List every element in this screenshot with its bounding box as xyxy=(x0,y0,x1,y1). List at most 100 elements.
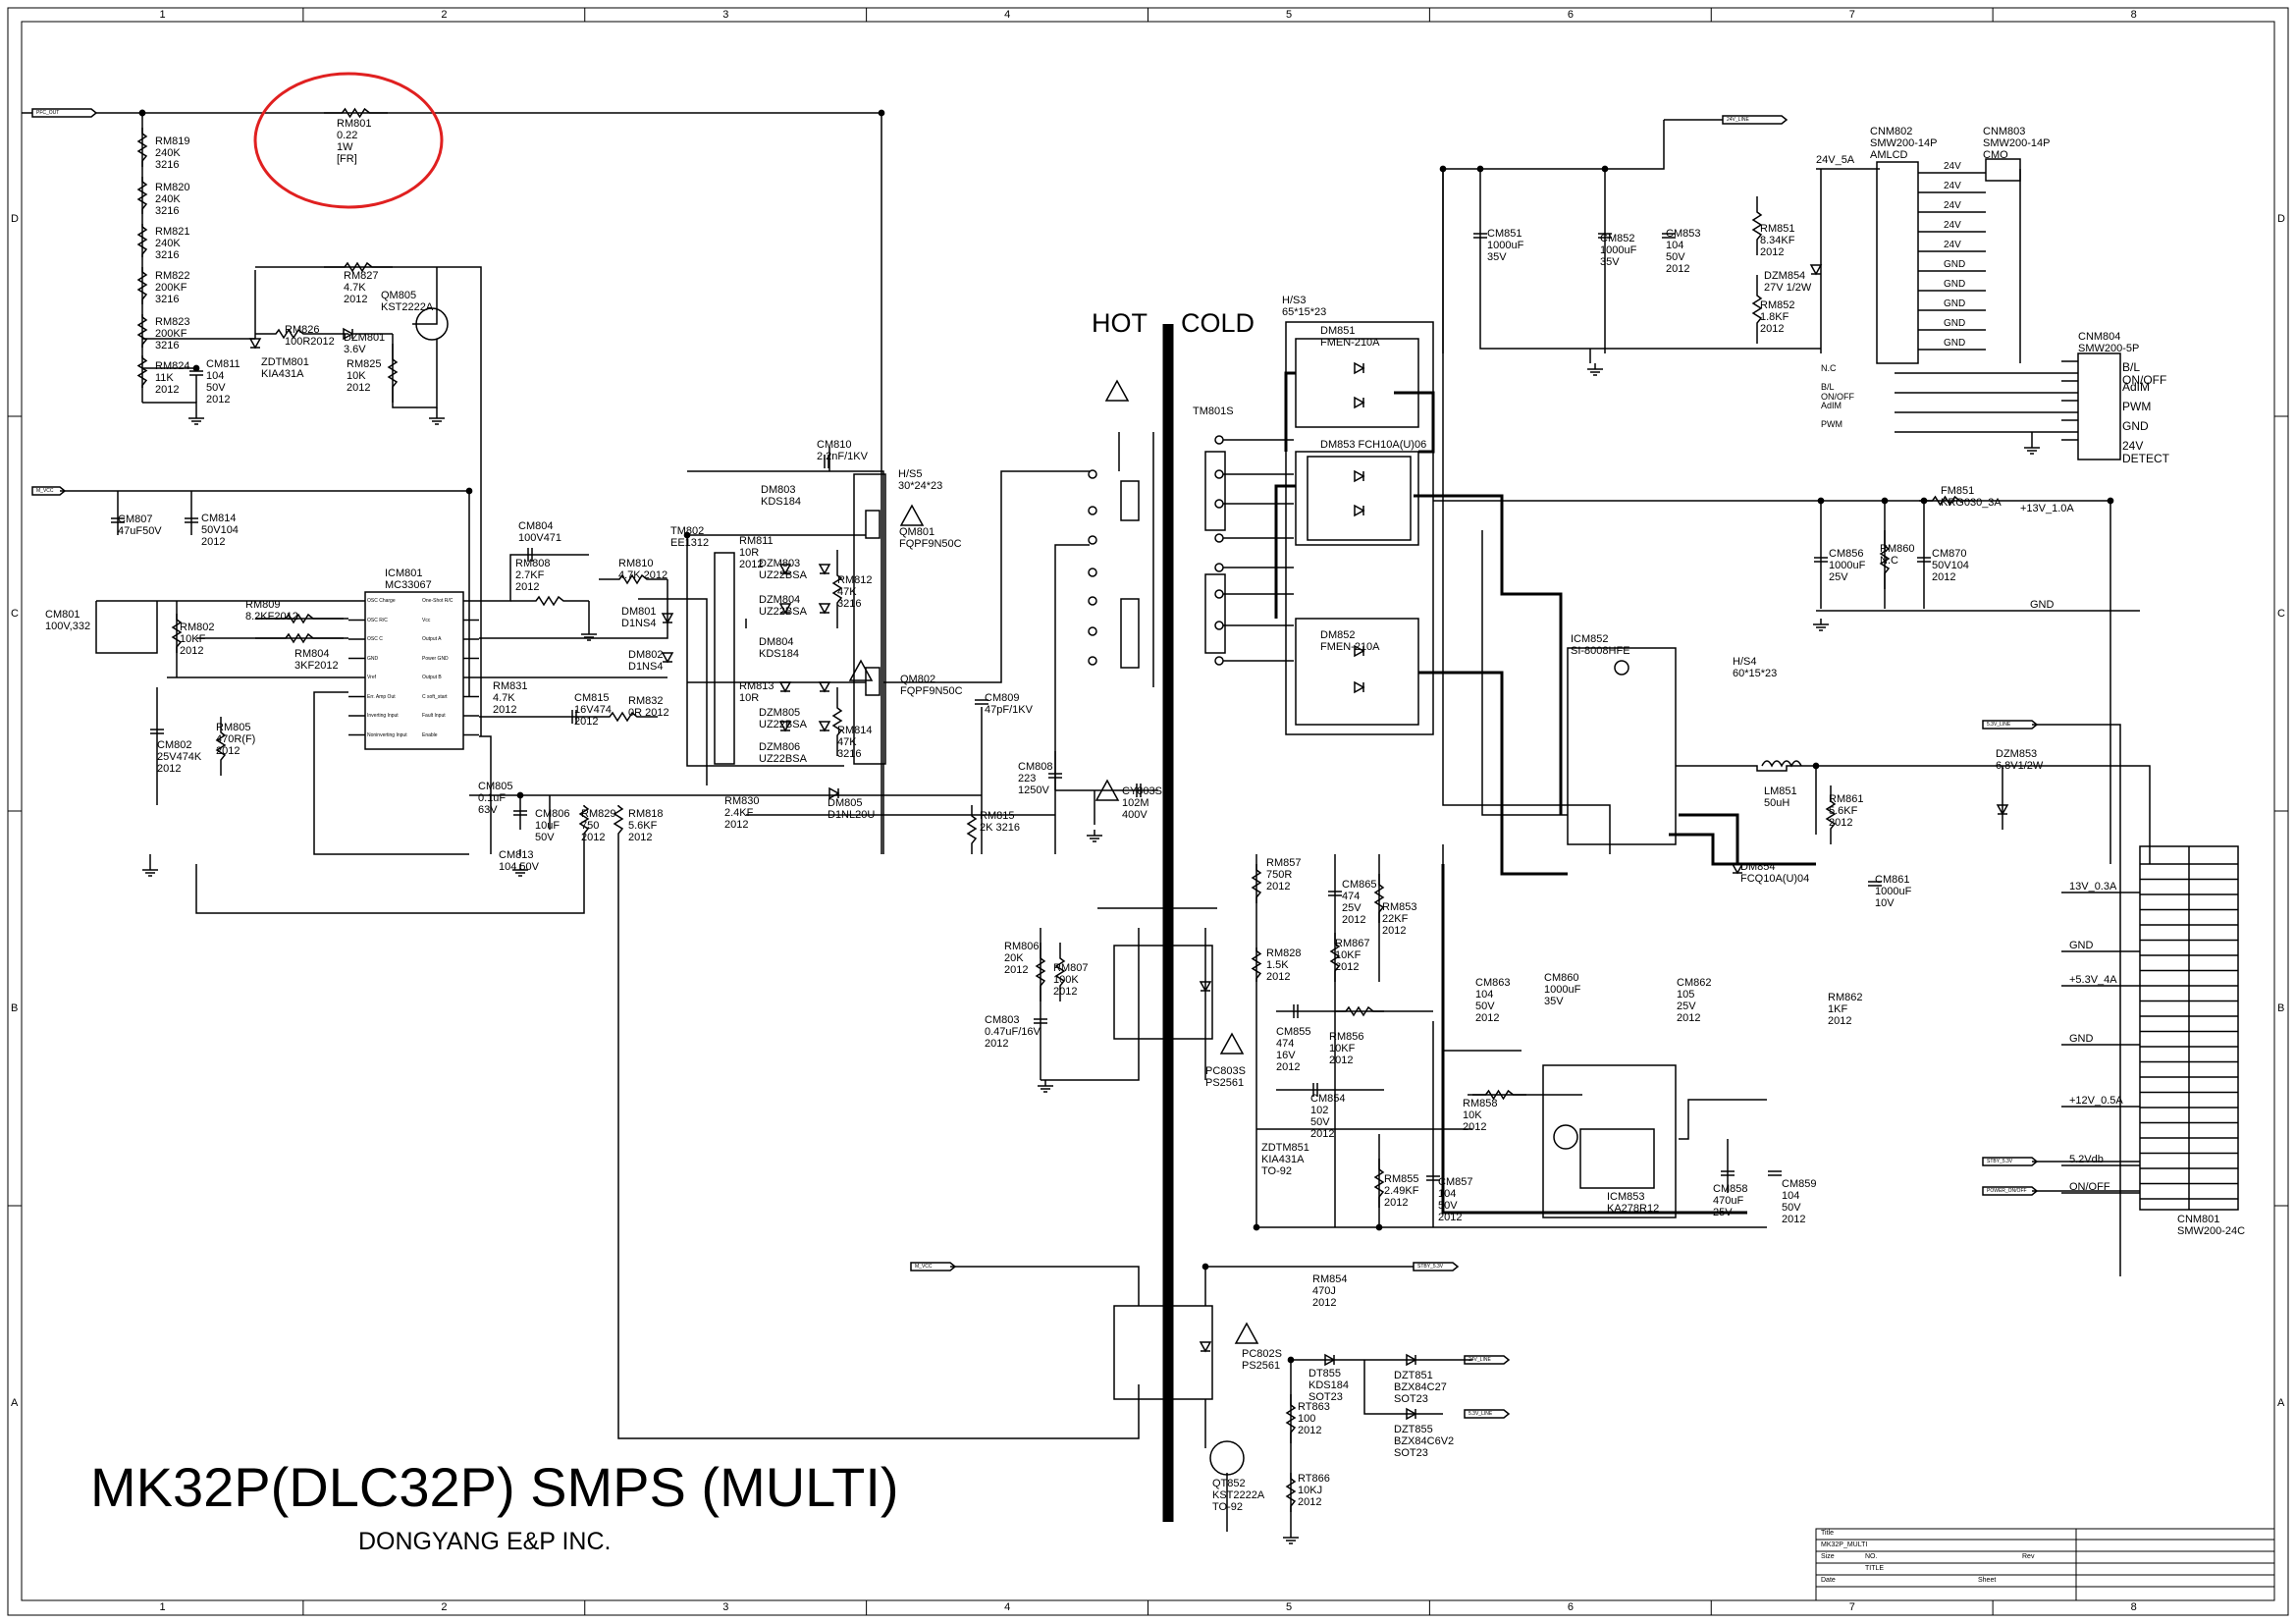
label-rm832: RM832 0R 2012 xyxy=(628,695,669,719)
diode-symbol xyxy=(1354,396,1365,409)
transformer-pin xyxy=(1214,533,1224,543)
transformer-pin xyxy=(1088,626,1097,636)
heavy-trace xyxy=(1669,833,1816,866)
label-dzm806: DZM806 UZ22BSA xyxy=(759,741,807,765)
icm801-pin-right-5: Output B xyxy=(422,675,442,680)
net-5v3-line: 5.3V_LINE xyxy=(1987,722,2011,728)
schematic-title: MK32P(DLC32P) SMPS (MULTI) xyxy=(90,1456,899,1518)
cnm804-pin-4: GND xyxy=(2122,419,2149,433)
label-rm802: RM802 10KF 2012 xyxy=(180,622,215,657)
grid-column-label: 3 xyxy=(722,9,729,21)
label-rm820: RM820 240K 3216 xyxy=(155,182,190,217)
grid-column-label: 3 xyxy=(722,1601,729,1613)
net-m-vcc: M_VCC xyxy=(36,488,54,494)
component-symbols xyxy=(31,107,2239,1544)
label-rm821: RM821 240K 3216 xyxy=(155,226,190,261)
wire xyxy=(392,334,438,408)
label-qt852: QT852 KST2222A TO-92 xyxy=(1212,1478,1265,1513)
label-rm810: RM810 4.7K 2012 xyxy=(618,558,668,581)
icm801-pin-left-7: Inverting Input xyxy=(367,713,399,719)
cnm802-pin-10: GND xyxy=(1944,338,1966,349)
title-block-title-label: Title xyxy=(1821,1530,1834,1537)
label-rm801: RM801 0.22 1W [FR] xyxy=(337,118,372,165)
label-dm851: DM851 FMEN-210A xyxy=(1320,325,1380,349)
label-rm827: RM827 4.7K 2012 xyxy=(344,270,379,305)
transformer-pin xyxy=(1088,506,1097,515)
wire xyxy=(1041,928,1140,1081)
net-stby-tag xyxy=(1982,1157,2039,1166)
cnm802-pin-6: GND xyxy=(1944,259,1966,270)
resistor-symbol xyxy=(1919,495,1973,507)
label-dm801: DM801 D1NS4 xyxy=(621,606,657,629)
label-rm815: RM815 2K 3216 xyxy=(980,810,1020,834)
wire xyxy=(638,598,708,785)
label-dt855: DT855 KDS184 SOT23 xyxy=(1308,1368,1349,1403)
transformer-tm802 xyxy=(714,552,735,765)
label-cm860: CM860 1000uF 35V xyxy=(1544,972,1581,1007)
heavy-trace xyxy=(1418,671,1568,876)
label-dm853: DM853 FCH10A(U)06 xyxy=(1320,439,1427,451)
resistor-symbol xyxy=(324,261,393,273)
resistor-symbol xyxy=(599,573,667,585)
net-pfc-out-tag xyxy=(31,108,98,118)
icm801-pin-right-3: Output A xyxy=(422,636,442,642)
hot-side-label: HOT xyxy=(1092,308,1148,338)
wire xyxy=(687,470,884,854)
resistor-symbol xyxy=(255,632,344,644)
label-rm809: RM809 8.2KF2012 xyxy=(245,599,298,622)
resistor-symbol xyxy=(1251,947,1262,982)
cnm804-left-label-4: PWM xyxy=(1821,419,1842,429)
diode-symbol xyxy=(818,603,831,615)
label-hs4: H/S4 60*15*23 xyxy=(1733,656,1778,679)
label-cm852: CM852 1000uF 35V xyxy=(1600,233,1637,268)
label-cm870: CM870 50V104 2012 xyxy=(1932,548,1969,583)
warning-triangle-icon xyxy=(1095,779,1120,801)
label-rm860: RM860 N.C xyxy=(1880,543,1915,567)
label-dzm853: DZM853 6.8V1/2W xyxy=(1996,748,2044,772)
diode-symbol xyxy=(1199,1341,1212,1353)
label-dzm803: DZM803 UZ22BSA xyxy=(759,558,807,581)
title-block-title-value: MK32P_MULTI xyxy=(1821,1542,1868,1548)
wire xyxy=(1054,544,1090,854)
wire xyxy=(195,835,585,914)
icm801-pin-left-4: GND xyxy=(367,655,379,662)
label-icm801: ICM801 MC33067 xyxy=(385,568,432,591)
cnm804-left-label-2: B/L ON/OFF xyxy=(1821,382,1854,402)
connector-cnm802 xyxy=(1876,161,1919,364)
cnm804-pin-2: AdIM xyxy=(2122,380,2151,394)
grid-column-label: 6 xyxy=(1567,1601,1574,1613)
resistor-symbol xyxy=(136,177,148,214)
resistor-symbol xyxy=(136,224,148,257)
regulator-icm853-frame xyxy=(1542,1064,1677,1218)
label-rm813: RM813 10R xyxy=(739,680,774,704)
label-cy803s: CY803S 102M 400V xyxy=(1122,785,1162,821)
icm801-pin-right-8: Enable xyxy=(422,731,438,738)
resistor-symbol xyxy=(136,128,148,167)
diode-symbol xyxy=(661,613,674,624)
label-cm857: CM857 104 50V 2012 xyxy=(1438,1176,1473,1223)
grid-column-label: 4 xyxy=(1004,1601,1011,1613)
label-dm854: DM854 FCQ10A(U)04 xyxy=(1740,861,1810,885)
label-rm852: RM852 1.8KF 2012 xyxy=(1760,299,1795,335)
diode-symbol xyxy=(1354,644,1365,658)
transformer-pin xyxy=(1088,596,1097,606)
heavy-trace xyxy=(1394,391,1435,454)
label-icm853: ICM853 KA278R12 xyxy=(1607,1191,1660,1215)
warning-triangle-icon xyxy=(848,659,874,681)
wire xyxy=(950,1266,1140,1306)
label-rm867: RM867 10KF 2012 xyxy=(1335,938,1370,973)
label-cm856: CM856 1000uF 25V xyxy=(1829,548,1866,583)
resistor-symbol xyxy=(1285,1473,1297,1512)
wire xyxy=(142,402,197,412)
junction-dot xyxy=(1287,1356,1295,1364)
resistor-symbol xyxy=(589,711,658,723)
resistor-symbol xyxy=(1251,864,1262,903)
net-24v5a-label: 24V_5A xyxy=(1816,154,1855,166)
title-block-revision: Rev xyxy=(2022,1553,2035,1560)
transformer-core xyxy=(1204,573,1226,654)
label-cm802: CM802 25V474K 2012 xyxy=(157,739,202,775)
grid-column-label: 5 xyxy=(1285,1601,1293,1613)
label-rm853: RM853 22KF 2012 xyxy=(1382,901,1417,937)
junction-dot xyxy=(1812,762,1820,770)
highlight-circle xyxy=(253,72,444,209)
